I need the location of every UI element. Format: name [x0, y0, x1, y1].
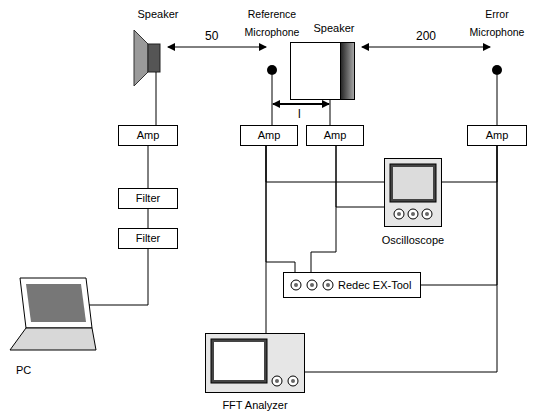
- node-label: Speaker: [138, 8, 179, 20]
- amp-box: Amp: [306, 125, 364, 146]
- signal-wire: [266, 146, 384, 182]
- label-holder: Reference Microphone: [234, 4, 310, 40]
- label-holder: Oscilloscope: [374, 230, 452, 248]
- signal-wire: [336, 146, 384, 207]
- signal-wire: [442, 146, 497, 182]
- signal-wire: [497, 75, 498, 125]
- node-label: Filter: [136, 192, 160, 205]
- node-label: Reference Microphone: [245, 8, 300, 38]
- label-holder: Error Microphone: [458, 4, 536, 40]
- amp-box: Amp: [467, 125, 527, 146]
- speaker-unit: Speaker: [288, 18, 358, 100]
- signal-wire: [305, 146, 497, 372]
- label-holder: FFT Analyzer: [199, 395, 311, 413]
- node-label: Error Microphone: [470, 8, 525, 38]
- signal-wire: [272, 75, 273, 125]
- dimension-label: 50: [203, 30, 220, 43]
- filter-box: Filter: [118, 188, 178, 209]
- oscilloscope-icon-shape: [384, 158, 442, 246]
- fft-analyzer-icon: FFT Analyzer: [205, 333, 305, 409]
- dimension-label: 200: [414, 30, 438, 43]
- pc-icon: PC: [6, 276, 98, 380]
- signal-wire: [148, 146, 149, 188]
- amp-box: Amp: [240, 125, 298, 146]
- node-label: Oscilloscope: [382, 234, 444, 246]
- tool-box: Redec EX-Tool: [283, 272, 421, 298]
- signal-wire: [156, 86, 157, 125]
- dimension-arrow: [168, 47, 266, 48]
- node-label: Redec EX-Tool: [338, 279, 411, 292]
- signal-wire: [266, 146, 267, 333]
- signal-wire: [266, 146, 295, 272]
- label-holder: Speaker: [122, 4, 194, 22]
- signal-wire: [98, 249, 148, 305]
- oscilloscope-icon: Oscilloscope: [384, 158, 442, 246]
- dimension-arrow: [362, 47, 490, 48]
- label-holder: Speaker: [304, 18, 364, 36]
- dimension-label: l: [296, 108, 303, 121]
- node-label: Amp: [258, 129, 281, 142]
- dimension-arrow: [273, 103, 329, 105]
- node-label: Speaker: [314, 22, 355, 34]
- node-label: PC: [16, 364, 31, 376]
- label-holder: PC: [16, 360, 58, 378]
- signal-wire: [311, 146, 336, 272]
- filter-box: Filter: [118, 228, 178, 249]
- node-label: FFT Analyzer: [222, 399, 287, 411]
- fft-analyzer-icon-shape: [205, 333, 305, 409]
- microphone: Error Microphone: [458, 4, 536, 75]
- node-label: Amp: [137, 129, 160, 142]
- speaker-icon: Speaker: [128, 4, 188, 86]
- node-label: Amp: [324, 129, 347, 142]
- amp-box: Amp: [118, 125, 178, 146]
- signal-wire: [148, 209, 149, 228]
- signal-wire: [330, 100, 331, 125]
- node-label: Filter: [136, 232, 160, 245]
- node-label: Amp: [486, 129, 509, 142]
